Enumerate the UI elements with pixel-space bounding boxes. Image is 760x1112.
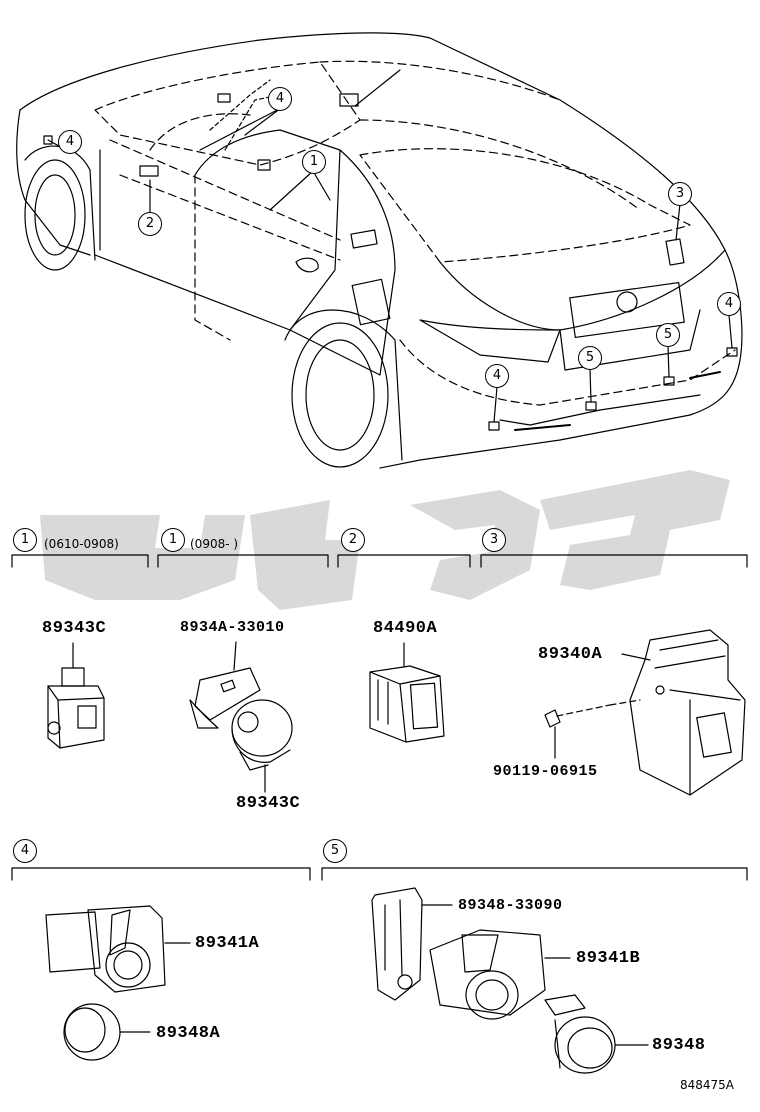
part-89340a-drawing	[544, 629, 746, 796]
callout-4-rear-right[interactable]: 4	[717, 292, 741, 316]
watermark-logo	[40, 470, 730, 610]
part-number-89340a[interactable]: 89340A	[538, 645, 603, 664]
callout-5-right[interactable]: 5	[656, 323, 680, 347]
group-1a-number: 1	[13, 528, 37, 552]
group-3-number: 3	[482, 528, 506, 552]
group-5-number: 5	[323, 839, 347, 863]
part-number-89343c-a[interactable]: 89343C	[42, 619, 107, 638]
group-2-number: 2	[341, 528, 365, 552]
callout-2[interactable]: 2	[138, 212, 162, 236]
part-number-89341a[interactable]: 89341A	[195, 934, 260, 953]
part-89341a-drawing	[45, 905, 191, 993]
diagram-code: 848475A	[680, 1078, 735, 1092]
group-1b-range: (0908- )	[190, 537, 239, 551]
part-number-89343c-b[interactable]: 89343C	[236, 794, 301, 813]
section-brackets	[11, 554, 748, 881]
group-4-number: 4	[13, 839, 37, 863]
group-1b-number: 1	[161, 528, 185, 552]
callout-3[interactable]: 3	[668, 182, 692, 206]
group-1a-range: (0610-0908)	[44, 537, 119, 551]
part-8934a-bracket-drawing	[189, 641, 293, 793]
car-illustration	[16, 32, 743, 469]
part-89343c-drawing	[47, 642, 105, 749]
part-number-89348-33090[interactable]: 89348-33090	[458, 897, 563, 914]
part-number-90119-06915[interactable]: 90119-06915	[493, 763, 598, 780]
part-89348a-drawing	[63, 1003, 151, 1061]
part-89341b-drawing	[429, 929, 571, 1020]
part-89348-drawing	[544, 994, 649, 1074]
part-89348-33090-drawing	[371, 887, 453, 1001]
part-number-84490a[interactable]: 84490A	[373, 619, 438, 638]
part-number-8934a-33010[interactable]: 8934A-33010	[180, 619, 285, 636]
part-number-89348a[interactable]: 89348A	[156, 1024, 221, 1043]
callout-4-rear-left[interactable]: 4	[485, 364, 509, 388]
callout-1[interactable]: 1	[302, 150, 326, 174]
callout-5-left[interactable]: 5	[578, 346, 602, 370]
part-number-89348[interactable]: 89348	[652, 1036, 706, 1055]
callout-4-front-left[interactable]: 4	[58, 130, 82, 154]
callout-4-dash[interactable]: 4	[268, 87, 292, 111]
part-number-89341b[interactable]: 89341B	[576, 949, 641, 968]
part-84490a-drawing	[369, 642, 445, 743]
